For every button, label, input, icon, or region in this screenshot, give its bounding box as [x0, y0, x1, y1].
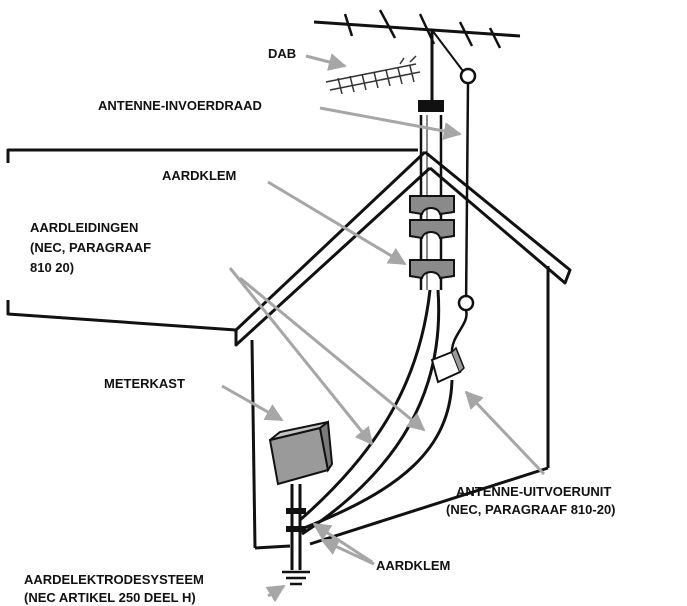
arrow-aardklem-top [267, 180, 407, 266]
antenna-ring-lower [457, 294, 475, 312]
label-aardleidingen-3: 810 20) [30, 260, 74, 275]
ground-rod [282, 484, 310, 586]
mast-cap [418, 100, 444, 112]
pointer-arrows [221, 53, 546, 603]
label-antenne-invoerdraad: ANTENNE-INVOERDRAAD [98, 98, 262, 113]
roof-right-slope [424, 150, 572, 285]
label-meterkast: METERKAST [104, 376, 185, 391]
arrow-aardleidingen-1 [228, 267, 374, 446]
arrow-dab [305, 53, 347, 71]
arrow-aardklem-bottom-2 [320, 538, 375, 566]
ground-wire-3 [303, 379, 454, 530]
arrow-invoerdraad [319, 106, 462, 140]
label-uitvoerunit-2: (NEC, PARAGRAAF 810-20) [446, 502, 616, 517]
label-aardelektrode-1: AARDELEKTRODESYSTEEM [24, 572, 204, 587]
labels: DAB ANTENNE-INVOERDRAAD AARDKLEM AARDLEI… [24, 46, 616, 605]
label-aardklem-top: AARDKLEM [162, 168, 236, 183]
label-dab: DAB [268, 46, 296, 61]
dab-antenna [325, 55, 421, 95]
arrow-aardelektrode [265, 584, 286, 603]
roof-ridge [6, 148, 418, 163]
antenna-ring-upper [459, 67, 477, 85]
arrow-meterkast [221, 384, 284, 422]
roof-left-slope [234, 166, 432, 347]
antenna-mast [313, 9, 521, 356]
tv-antenna-boom [313, 20, 521, 38]
label-aardleidingen-2: (NEC, PARAGRAAF [30, 240, 151, 255]
arrow-aardklem-bottom-1 [312, 522, 373, 564]
left-wall [250, 339, 257, 549]
wall-base [254, 466, 549, 550]
ground-wires [299, 289, 454, 536]
lead-in-wire [450, 309, 468, 356]
antenna-discharge-unit [430, 346, 465, 384]
meter-box [268, 420, 334, 486]
clamp-1 [409, 195, 455, 216]
arrow-aardleidingen-2 [239, 276, 426, 432]
rod-clamp-1 [286, 508, 306, 514]
roof-left-eave [6, 300, 237, 332]
ground-symbol [282, 570, 310, 586]
roof-left-slope-top [234, 150, 427, 332]
arrow-uitvoerunit [464, 390, 546, 476]
ground-wire-1 [299, 289, 432, 522]
clamp-3 [409, 259, 455, 280]
mast-clamps [409, 195, 455, 280]
label-uitvoerunit-1: ANTENNE-UITVOERUNIT [456, 484, 611, 499]
clamp-2 [409, 219, 455, 240]
rod-clamp-2 [286, 526, 306, 532]
label-aardklem-bottom: AARDKLEM [376, 558, 450, 573]
label-aardleidingen-1: AARDLEIDINGEN [30, 220, 138, 235]
label-aardelektrode-2: (NEC ARTIKEL 250 DEEL H) [24, 590, 196, 605]
